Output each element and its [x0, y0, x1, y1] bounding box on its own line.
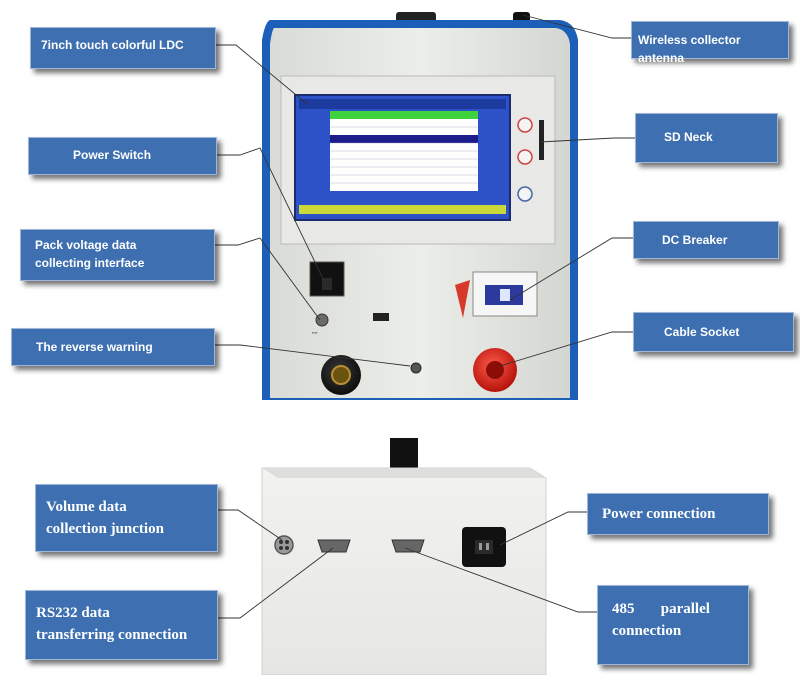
- screen-button-ok: [517, 186, 533, 202]
- svg-text:▪▪▪▪: ▪▪▪▪: [312, 330, 318, 335]
- leader-lines: [215, 14, 635, 619]
- callout-power-switch: Power Switch: [28, 137, 217, 175]
- callout-dc-breaker: DC Breaker: [633, 221, 779, 259]
- rs232-port[interactable]: [317, 539, 351, 553]
- callout-485-parallel-line2: connection: [612, 623, 682, 639]
- callout-cable-socket: Cable Socket: [633, 312, 794, 352]
- callout-reverse-warning-text: The reverse warning: [36, 340, 153, 354]
- callout-volume-data-line2: collection junction: [46, 521, 164, 537]
- callout-power-connection-text: Power connection: [602, 506, 716, 522]
- volume-data-connector[interactable]: [274, 535, 294, 555]
- power-switch[interactable]: [309, 261, 345, 297]
- callout-touch-screen-text: 7inch touch colorful LDC: [41, 38, 184, 52]
- breaker-indicator: [455, 280, 470, 318]
- dc-breaker[interactable]: [472, 271, 538, 317]
- screen-button-down: [517, 149, 533, 165]
- callout-rs232-line1: RS232 data: [36, 605, 110, 621]
- reverse-warning-led: [410, 362, 422, 374]
- callout-touch-screen: 7inch touch colorful LDC: [30, 27, 216, 69]
- callout-rs232-line2: transferring connection: [36, 627, 188, 643]
- callout-wireless-antenna-text: Wireless collector antenna: [638, 33, 741, 65]
- touch-screen[interactable]: [294, 94, 511, 221]
- sd-slot: [539, 120, 544, 160]
- callout-sd-neck-text: SD Neck: [664, 130, 713, 144]
- callout-power-connection: Power connection: [587, 493, 769, 535]
- callout-reverse-warning: The reverse warning: [11, 328, 215, 366]
- back-panel-device: [261, 438, 547, 675]
- callout-pack-voltage-line1: Pack voltage data: [35, 238, 137, 252]
- power-inlet[interactable]: [462, 527, 506, 567]
- callout-485-parallel: 485 parallel connection: [597, 585, 749, 665]
- callout-volume-data-line1: Volume data: [46, 499, 127, 515]
- callout-dc-breaker-text: DC Breaker: [662, 233, 728, 247]
- callout-485-parallel-line1: 485 parallel: [612, 601, 710, 617]
- rs485-port[interactable]: [391, 539, 425, 553]
- callout-cable-socket-text: Cable Socket: [664, 325, 740, 339]
- callout-volume-data: Volume data collection junction: [35, 484, 218, 552]
- usb-port: [373, 313, 389, 321]
- front-panel-device: ▪▪▪▪: [262, 12, 578, 400]
- callout-pack-voltage: Pack voltage data collecting interface: [20, 229, 215, 281]
- callout-wireless-antenna: Wireless collector antenna: [631, 21, 789, 65]
- screen-button-up: [517, 117, 533, 133]
- pack-voltage-port: [315, 313, 329, 327]
- callout-rs232: RS232 data transferring connection: [25, 590, 218, 660]
- callout-sd-neck: SD Neck: [635, 113, 778, 163]
- callout-pack-voltage-line2: collecting interface: [35, 256, 145, 270]
- negative-cable-socket[interactable]: [321, 355, 361, 395]
- callout-power-switch-text: Power Switch: [73, 148, 152, 162]
- positive-cable-socket[interactable]: [473, 348, 517, 392]
